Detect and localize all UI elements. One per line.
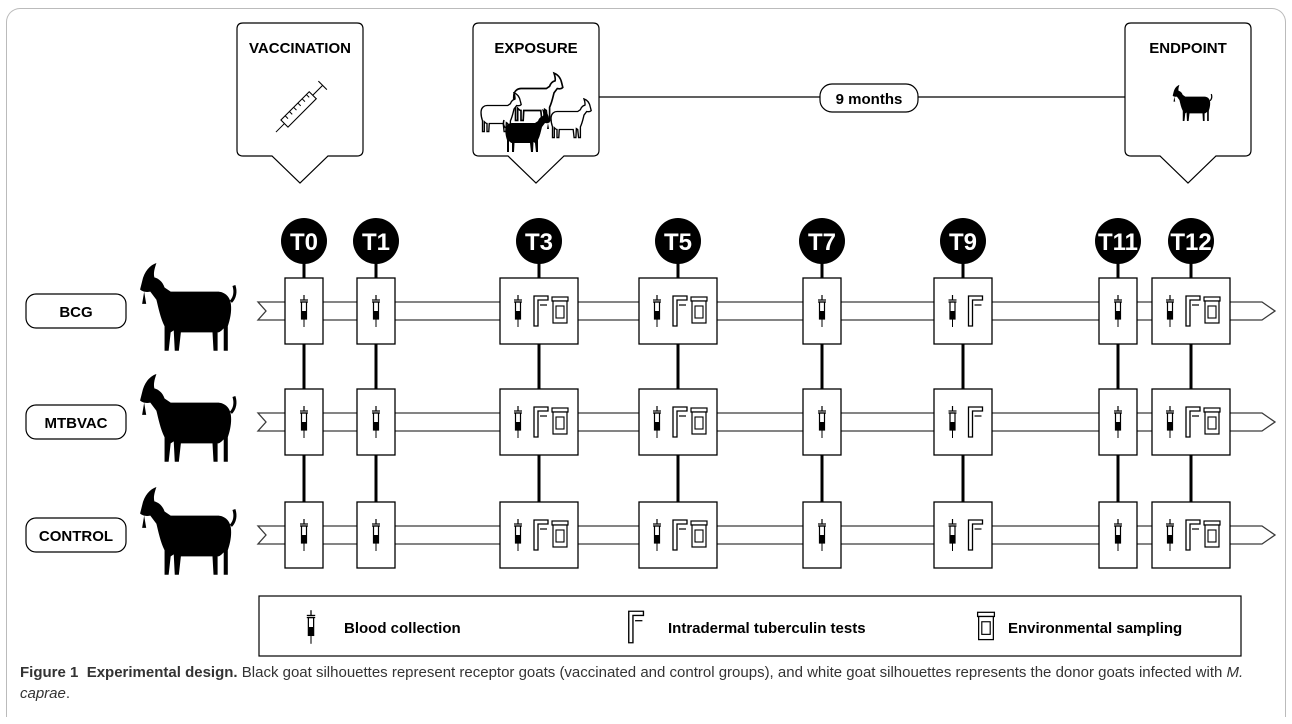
legend-label: Environmental sampling — [1008, 620, 1182, 637]
sample-container-icon — [551, 407, 569, 435]
timepoint-marker — [799, 218, 845, 264]
timepoint-marker — [353, 218, 399, 264]
caption-end: . — [65, 685, 71, 702]
goat-icon — [138, 372, 237, 464]
timepoint-label: T3 — [525, 229, 553, 256]
timepoint-marker — [516, 218, 562, 264]
figure-caption: Figure 1 Experimental design. Black goat… — [20, 662, 1280, 704]
timepoint-label: T9 — [949, 229, 977, 256]
timepoint-label: T7 — [808, 229, 836, 256]
phase-label: EXPOSURE — [494, 40, 577, 57]
timepoint-marker — [1095, 218, 1141, 264]
goat-icon — [138, 485, 237, 577]
figure-frame — [6, 8, 1286, 717]
sampling-box — [356, 388, 396, 456]
group-label-box — [25, 404, 127, 440]
sample-container-icon — [976, 611, 996, 641]
caption-figure-number: Figure 1 — [20, 664, 79, 681]
timepoint-marker — [655, 218, 701, 264]
caption-text: Black goat silhouettes represent recepto… — [237, 664, 1227, 681]
sample-container-icon — [1203, 296, 1221, 324]
sampling-box — [638, 501, 718, 569]
group-label-box — [25, 517, 127, 553]
sample-container-icon — [551, 520, 569, 548]
group-label: CONTROL — [39, 528, 113, 545]
caption-title: Experimental design. — [86, 664, 238, 681]
duration-label: 9 months — [836, 91, 903, 108]
group-label-box — [25, 293, 127, 329]
sample-container-icon — [1203, 520, 1221, 548]
timepoint-label: T1 — [362, 229, 390, 256]
sampling-box — [933, 501, 993, 569]
sampling-box — [933, 388, 993, 456]
sampling-box — [933, 277, 993, 345]
phase-label: ENDPOINT — [1149, 40, 1227, 57]
legend-label: Intradermal tuberculin tests — [668, 620, 866, 637]
sample-container-icon — [690, 407, 708, 435]
sample-container-icon — [690, 296, 708, 324]
phase-label: VACCINATION — [249, 40, 351, 57]
goat-icon — [138, 261, 237, 353]
sampling-box — [1151, 501, 1231, 569]
timepoint-label: T11 — [1098, 229, 1138, 256]
legend-box — [258, 595, 1242, 657]
timepoint-label: T12 — [1170, 229, 1211, 256]
sample-container-icon — [1203, 407, 1221, 435]
caption-species: M. caprae — [20, 664, 1244, 702]
syringe-icon — [275, 80, 328, 133]
timepoint-marker — [281, 218, 327, 264]
timepoint-label: T0 — [290, 229, 318, 256]
timepoint-label: T5 — [664, 229, 692, 256]
duration-pill — [819, 83, 919, 113]
timepoint-marker — [1168, 218, 1214, 264]
sample-container-icon — [551, 296, 569, 324]
group-label: BCG — [59, 304, 92, 321]
group-label: MTBVAC — [44, 415, 107, 432]
sample-container-icon — [690, 520, 708, 548]
legend-label: Blood collection — [344, 620, 461, 637]
timepoint-marker — [940, 218, 986, 264]
